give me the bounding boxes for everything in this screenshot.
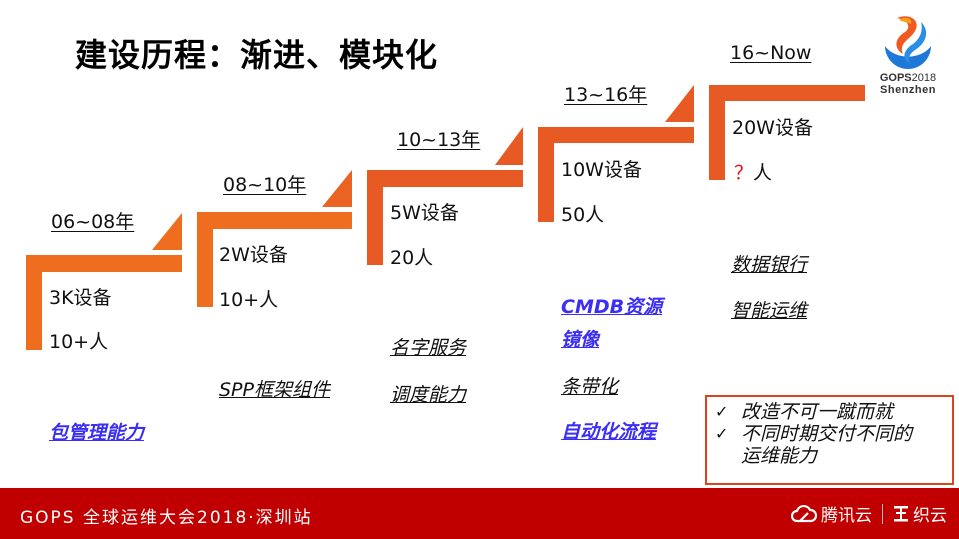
stair-5-horizontal [709, 85, 865, 101]
capability-link[interactable]: CMDB资源 [561, 296, 663, 318]
gops-logo-icon [885, 16, 931, 69]
brand-tencent-cloud: 腾讯云 [821, 506, 872, 526]
check-icon: ✓ [715, 402, 729, 421]
note-text: 运维能力 [741, 445, 818, 467]
stair-2-arrow [322, 170, 352, 207]
unknown-mark: ？ [734, 162, 754, 184]
note-item: ✓ 不同时期交付不同的 [715, 423, 944, 445]
note-text: 改造不可一蹴而就 [741, 401, 894, 423]
capability-item: 调度能力 [390, 384, 467, 406]
brand-zhiyun: 织云 [913, 506, 947, 526]
period-label: 06~08年 [51, 211, 135, 233]
stair-3-horizontal [367, 170, 523, 187]
stair-1-arrow [152, 213, 182, 250]
stair-2-vertical [197, 212, 213, 307]
logo-city: Shenzhen [880, 84, 936, 96]
capability-link[interactable]: 包管理能力 [49, 422, 145, 444]
capability-link[interactable]: 自动化流程 [561, 421, 657, 443]
tencent-cloud-icon [791, 504, 817, 522]
people-count: 10+人 [49, 331, 109, 353]
capability-item: 数据银行 [731, 254, 808, 276]
capability-item: SPP框架组件 [219, 379, 330, 401]
logo-name: GOPS [879, 72, 912, 84]
stair-1-horizontal [26, 255, 182, 272]
people-count: 50人 [561, 204, 605, 226]
people-count: 20人 [390, 247, 434, 269]
device-count: 10W设备 [561, 159, 642, 181]
page-title: 建设历程：渐进、模块化 [75, 36, 439, 74]
device-count: 3K设备 [49, 287, 112, 309]
people-unit: 人 [753, 162, 773, 184]
note-item: ✓ 改造不可一蹴而就 [715, 401, 944, 423]
summary-note: ✓ 改造不可一蹴而就 ✓ 不同时期交付不同的 运维能力 [705, 395, 954, 485]
device-count: 5W设备 [390, 202, 459, 224]
gops-logo: GOPS2018 Shenzhen [868, 10, 948, 110]
people-count: 10+人 [219, 289, 279, 311]
stair-1-vertical [26, 255, 42, 350]
footer-bar: GOPS 全球运维大会2018·深圳站 腾讯云 织云 [0, 488, 959, 539]
period-label: 10~13年 [397, 129, 481, 151]
stair-5-vertical [709, 85, 725, 180]
people-count: ？人 [734, 158, 772, 185]
note-item-continued: 运维能力 [715, 445, 944, 467]
capability-item: 名字服务 [390, 337, 467, 359]
stair-4-vertical [538, 127, 554, 222]
period-label: 13~16年 [564, 84, 648, 106]
period-label: 08~10年 [223, 174, 307, 196]
stair-3-arrow [495, 127, 523, 165]
capability-item: 智能运维 [731, 300, 808, 322]
period-label: 16~Now [730, 42, 812, 64]
stair-4-horizontal [538, 127, 694, 143]
stair-2-horizontal [197, 212, 352, 229]
capability-link[interactable]: 镜像 [561, 329, 600, 351]
device-count: 2W设备 [219, 244, 288, 266]
device-count: 20W设备 [732, 117, 813, 139]
check-icon: ✓ [715, 424, 729, 443]
zhiyun-icon [894, 505, 908, 521]
brand-divider [882, 503, 883, 524]
event-name: GOPS 全球运维大会2018·深圳站 [20, 508, 313, 528]
sponsor-brands: 腾讯云 织云 [791, 501, 947, 526]
logo-year: 2018 [911, 72, 937, 84]
note-text: 不同时期交付不同的 [741, 423, 913, 445]
stair-3-vertical [367, 170, 383, 265]
stair-4-arrow [665, 85, 694, 122]
capability-item: 条带化 [561, 376, 619, 398]
